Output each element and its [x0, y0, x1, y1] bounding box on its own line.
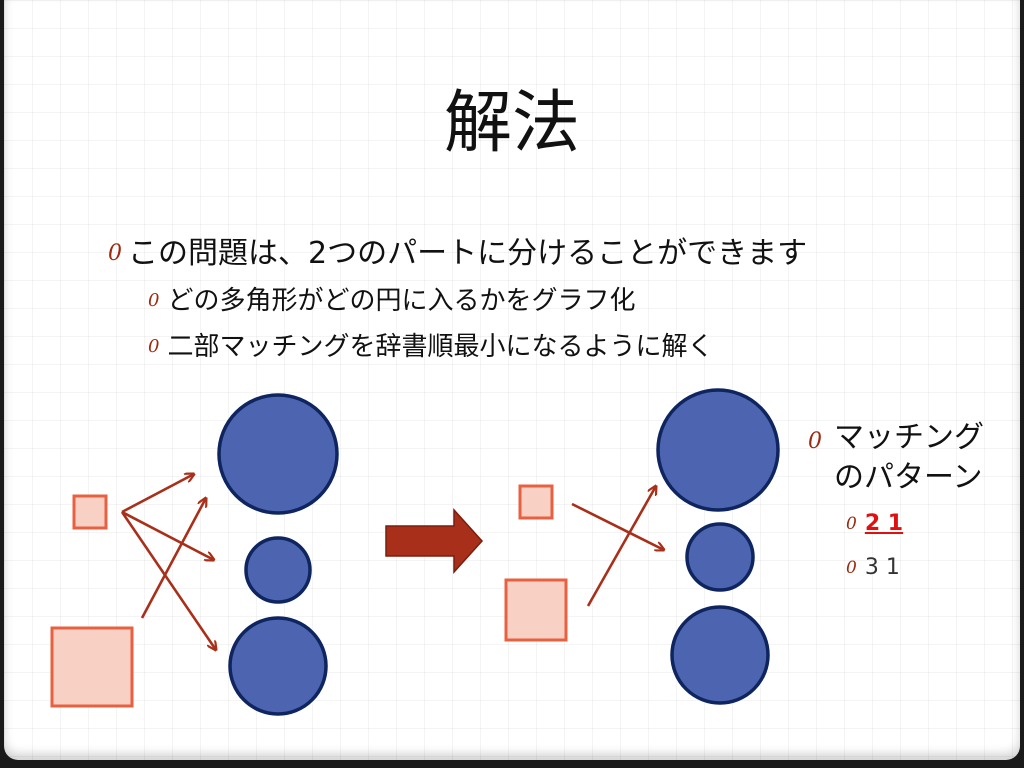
- small-square-left: [72, 494, 108, 530]
- small-square-right: [518, 484, 554, 520]
- pattern-value: 3 1: [864, 555, 900, 580]
- large-circle-top-left: [217, 393, 339, 515]
- matching-diagram: [50, 388, 780, 716]
- small-circle-middle-right: [685, 522, 755, 592]
- bullet-level2: 0 二部マッチングを辞書順最小になるように解く: [148, 330, 713, 364]
- edge: [571, 502, 664, 550]
- transition-arrow: [385, 508, 484, 574]
- bullet-text: 二部マッチングを辞書順最小になるように解く: [167, 332, 714, 362]
- large-square-right: [504, 578, 568, 642]
- bullet-mark-icon: 0: [808, 429, 822, 454]
- large-circle-top-right: [656, 388, 780, 512]
- pattern-item-highlighted: 0 2 1: [846, 510, 903, 538]
- medium-circle-bottom-right: [670, 605, 770, 705]
- edge: [120, 511, 216, 650]
- large-square-left: [50, 626, 134, 708]
- bullet-mark-icon: 0: [846, 558, 857, 578]
- edge: [121, 474, 194, 514]
- pattern-item: 0 3 1: [846, 554, 900, 582]
- medium-circle-bottom-left: [228, 616, 328, 716]
- bullet-text: この問題は、2つのパートに分けることができます: [128, 236, 808, 271]
- slide: 解法 0 この問題は、2つのパートに分けることができます 0 どの多角形がどの円…: [4, 0, 1020, 760]
- bullet-mark-icon: 0: [148, 290, 160, 311]
- bullet-level2: 0 どの多角形がどの円に入るかをグラフ化: [148, 284, 635, 318]
- pattern-value: 2 1: [864, 511, 904, 536]
- heading-line2: のパターン: [834, 460, 983, 495]
- bullet-mark-icon: 0: [846, 514, 857, 534]
- edge: [121, 510, 214, 560]
- bullet-level1: 0 この問題は、2つのパートに分けることができます: [108, 234, 807, 274]
- heading-line1: マッチング: [834, 420, 984, 455]
- slide-title: 解法: [443, 84, 580, 163]
- bullet-mark-icon: 0: [148, 336, 160, 357]
- edge: [586, 486, 656, 607]
- bullet-mark-icon: 0: [108, 241, 122, 266]
- edge: [140, 498, 206, 619]
- bullet-text: どの多角形がどの円に入るかをグラフ化: [167, 286, 636, 316]
- small-circle-middle-left: [244, 536, 312, 604]
